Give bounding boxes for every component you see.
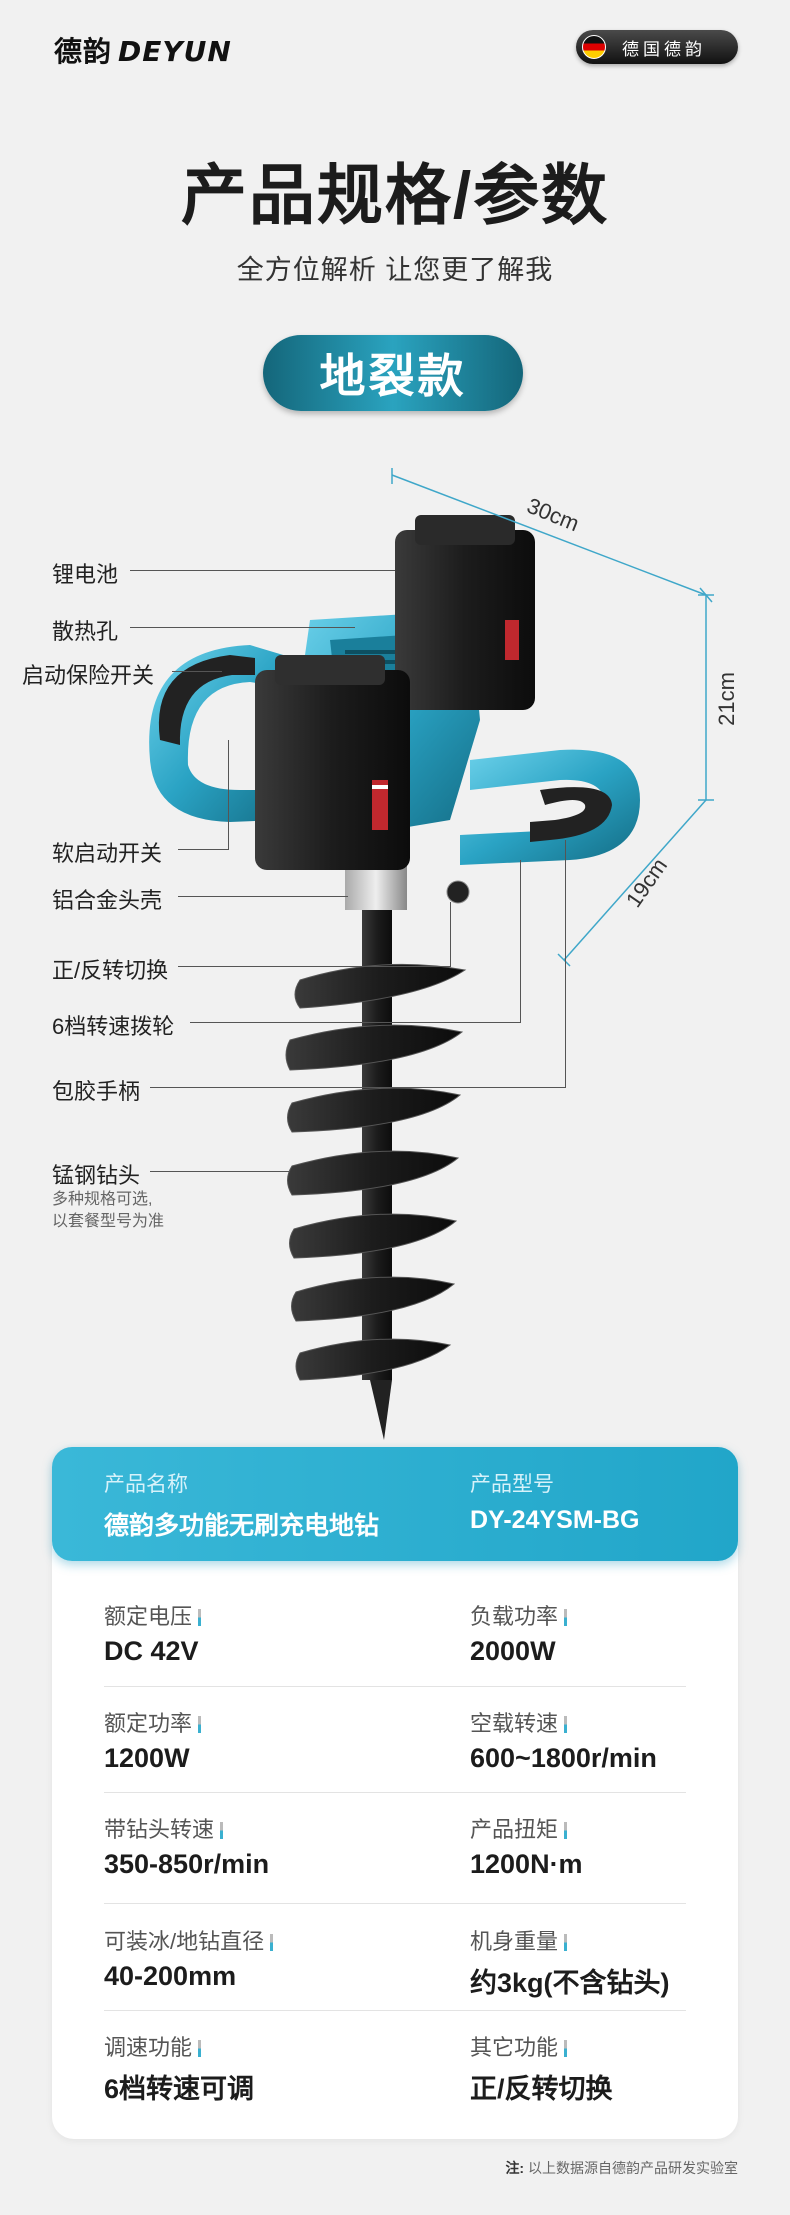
spec-value: 6档转速可调	[104, 2074, 255, 2104]
page-subtitle: 全方位解析 让您更了解我	[236, 255, 554, 285]
brand-name-en: DEYUN	[118, 35, 232, 68]
divider	[104, 1686, 686, 1687]
callout-safety-switch: 启动保险开关	[22, 663, 155, 688]
spec-label: 负载功率	[470, 1599, 568, 1631]
spec-label: 可装冰/地钻直径	[104, 1924, 274, 1956]
spec-label: 其它功能	[470, 2030, 568, 2062]
spec-value: 350-850r/min	[104, 1849, 270, 1879]
spec-label: 额定功率	[104, 1706, 202, 1738]
callout-alloy-head: 铝合金头壳	[52, 888, 163, 913]
spec-value: 40-200mm	[104, 1961, 237, 1991]
page-title: 产品规格/参数	[180, 158, 610, 232]
spec-value: 1200N·m	[470, 1849, 583, 1879]
earth-auger-illustration	[149, 468, 714, 1440]
footer-note: 注: 以上数据源自德韵产品研发实验室	[505, 2160, 738, 2176]
callout-soft-start: 软启动开关	[52, 841, 163, 866]
callout-battery: 锂电池	[52, 562, 119, 587]
callout-rubber-handle: 包胶手柄	[52, 1079, 141, 1104]
callout-drill-bit: 锰钢钻头	[52, 1163, 141, 1188]
origin-badge: 德国德韵	[576, 30, 738, 64]
brand-name-cn: 德韵	[54, 36, 113, 67]
spec-label: 调速功能	[104, 2030, 202, 2062]
german-flag-icon	[582, 35, 606, 59]
spec-value: 2000W	[470, 1636, 556, 1666]
model-variant-badge: 地裂款	[263, 335, 523, 411]
spec-card	[52, 1447, 738, 2139]
spec-label: 额定电压	[104, 1599, 202, 1631]
origin-badge-text: 德国德韵	[622, 39, 706, 59]
callout-drill-bit-note-2: 以套餐型号为准	[52, 1213, 165, 1230]
spec-value: 约3kg(不含钻头)	[470, 1968, 670, 1998]
product-model-value: DY-24YSM-BG	[470, 1506, 640, 1534]
spec-label: 空载转速	[470, 1706, 568, 1738]
product-name-label: 产品名称	[104, 1473, 188, 1496]
spec-label: 带钻头转速	[104, 1812, 224, 1844]
divider	[104, 1903, 686, 1904]
divider	[104, 1792, 686, 1793]
divider	[104, 2010, 686, 2011]
spec-label: 机身重量	[470, 1924, 568, 1956]
spec-value: 1200W	[104, 1743, 190, 1773]
dimension-height: 21cm	[713, 672, 739, 726]
spec-value: 正/反转切换	[470, 2074, 613, 2104]
callout-direction-switch: 正/反转切换	[52, 958, 169, 983]
callout-vents: 散热孔	[52, 619, 119, 644]
spec-value: 600~1800r/min	[470, 1743, 657, 1773]
spec-card-header	[52, 1447, 738, 1561]
product-name-value: 德韵多功能无刷充电地钻	[104, 1512, 380, 1540]
product-model-label: 产品型号	[470, 1473, 554, 1496]
callout-drill-bit-note-1: 多种规格可选,	[52, 1191, 153, 1208]
callout-speed-dial: 6档转速拨轮	[52, 1014, 175, 1039]
spec-label: 产品扭矩	[470, 1812, 568, 1844]
spec-value: DC 42V	[104, 1636, 199, 1666]
